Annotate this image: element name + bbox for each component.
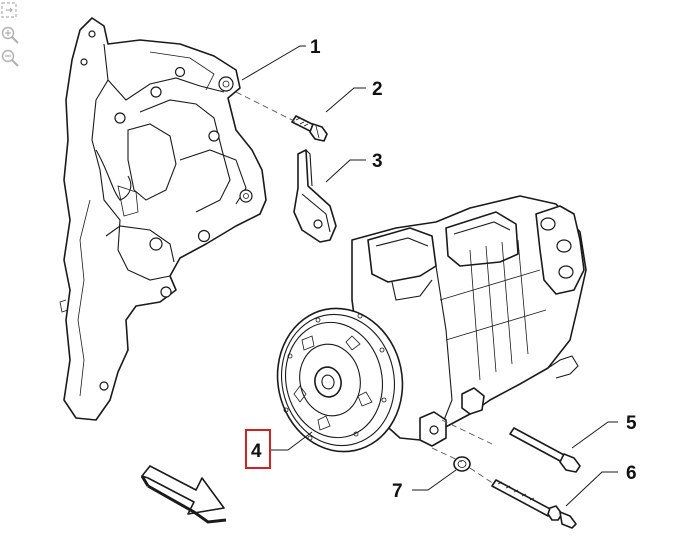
alignment-line-1 <box>235 91 297 123</box>
leader-2 <box>325 87 366 113</box>
zoom-out-icon[interactable] <box>1 49 19 67</box>
long-bolt-upper[interactable] <box>509 427 581 473</box>
leader-3 <box>325 159 366 183</box>
alignment-line-3 <box>431 447 495 485</box>
mounting-bracket[interactable] <box>59 17 267 421</box>
stud-bolt-lower[interactable] <box>491 479 577 529</box>
fit-screen-icon[interactable] <box>1 2 17 18</box>
zoom-in-icon[interactable] <box>1 26 19 44</box>
leader-6 <box>565 471 618 507</box>
leader-4 <box>270 431 313 451</box>
callout-5[interactable]: 5 <box>626 413 637 434</box>
leader-1 <box>241 45 306 81</box>
leader-7 <box>412 469 457 491</box>
callout-1[interactable]: 1 <box>310 37 321 58</box>
ac-compressor[interactable] <box>264 195 587 463</box>
callout-2[interactable]: 2 <box>372 79 383 100</box>
bolt-small[interactable] <box>291 115 328 142</box>
direction-arrow-icon <box>140 465 227 524</box>
callout-4-highlight-box <box>245 429 271 469</box>
callout-3[interactable]: 3 <box>372 151 383 172</box>
callout-7[interactable]: 7 <box>392 481 403 502</box>
washer[interactable] <box>453 456 471 472</box>
small-bracket[interactable] <box>293 149 337 243</box>
callout-4[interactable]: 4 <box>251 441 262 462</box>
callout-6[interactable]: 6 <box>626 463 637 484</box>
leader-5 <box>571 421 618 449</box>
